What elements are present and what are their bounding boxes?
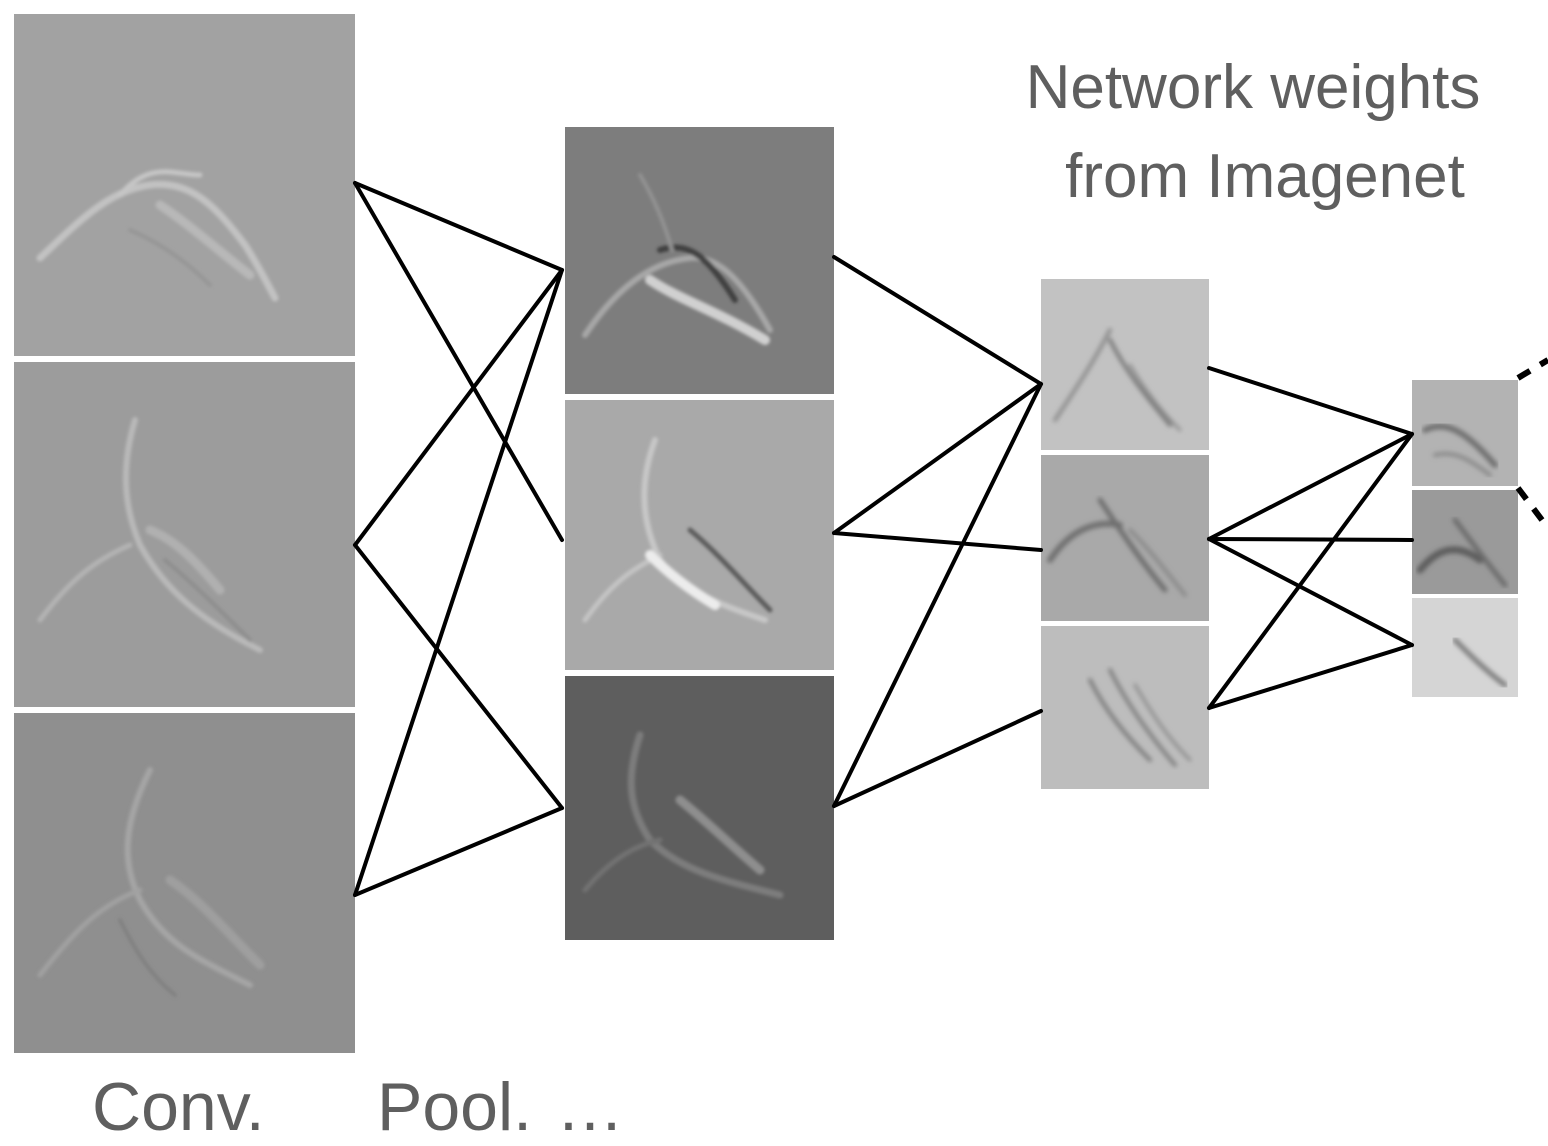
connection-line: [1207, 366, 1414, 436]
connection-line: [832, 531, 1043, 552]
connection-line: [832, 382, 1043, 808]
dashed-connection-line: [1516, 357, 1548, 381]
pool-feature-map-3: [565, 676, 834, 940]
connection-line: [353, 181, 564, 542]
connection-line: [1207, 432, 1414, 710]
layer4-feature-map-2: [1412, 490, 1518, 594]
connection-line: [353, 543, 564, 810]
connection-line: [353, 806, 564, 897]
title-line-1: Network weights: [1026, 53, 1481, 122]
pool-feature-map-column: [565, 127, 834, 940]
caption-conv: Conv.: [92, 1069, 265, 1145]
pool-to-layer3-connections: [832, 255, 1043, 808]
layer3-feature-map-2: [1041, 455, 1209, 621]
conv-to-pool-connections: [353, 181, 564, 897]
connection-line: [832, 255, 1043, 386]
conv-feature-map-2: [14, 362, 355, 707]
connection-line: [1207, 643, 1414, 710]
conv-feature-map-1: [14, 14, 355, 356]
connection-line: [353, 268, 564, 547]
layer4-feature-map-column: [1412, 380, 1518, 697]
conv-feature-map-3: [14, 713, 355, 1053]
connection-line: [832, 709, 1043, 808]
continuation-dashed-lines: [1515, 357, 1548, 530]
pool-feature-map-2: [565, 400, 834, 670]
connection-line: [832, 382, 1043, 535]
title-line-2: from Imagenet: [1065, 142, 1465, 211]
connection-line: [353, 181, 564, 272]
connection-line: [1207, 537, 1414, 542]
layer3-feature-map-3: [1041, 626, 1209, 789]
connection-line: [353, 268, 564, 897]
caption-ellipsis: …: [556, 1069, 624, 1145]
layer3-feature-map-1: [1041, 279, 1209, 450]
conv-feature-map-column: [14, 14, 355, 1053]
connection-line: [1207, 537, 1414, 647]
layer4-feature-map-1: [1412, 380, 1518, 486]
caption-pool: Pool.: [377, 1069, 532, 1145]
connection-line: [1207, 432, 1414, 541]
layer4-feature-map-3: [1412, 598, 1518, 697]
layer3-feature-map-column: [1041, 279, 1209, 789]
dashed-connection-line: [1515, 486, 1548, 530]
pool-feature-map-1: [565, 127, 834, 394]
layer3-to-layer4-connections: [1207, 366, 1414, 710]
